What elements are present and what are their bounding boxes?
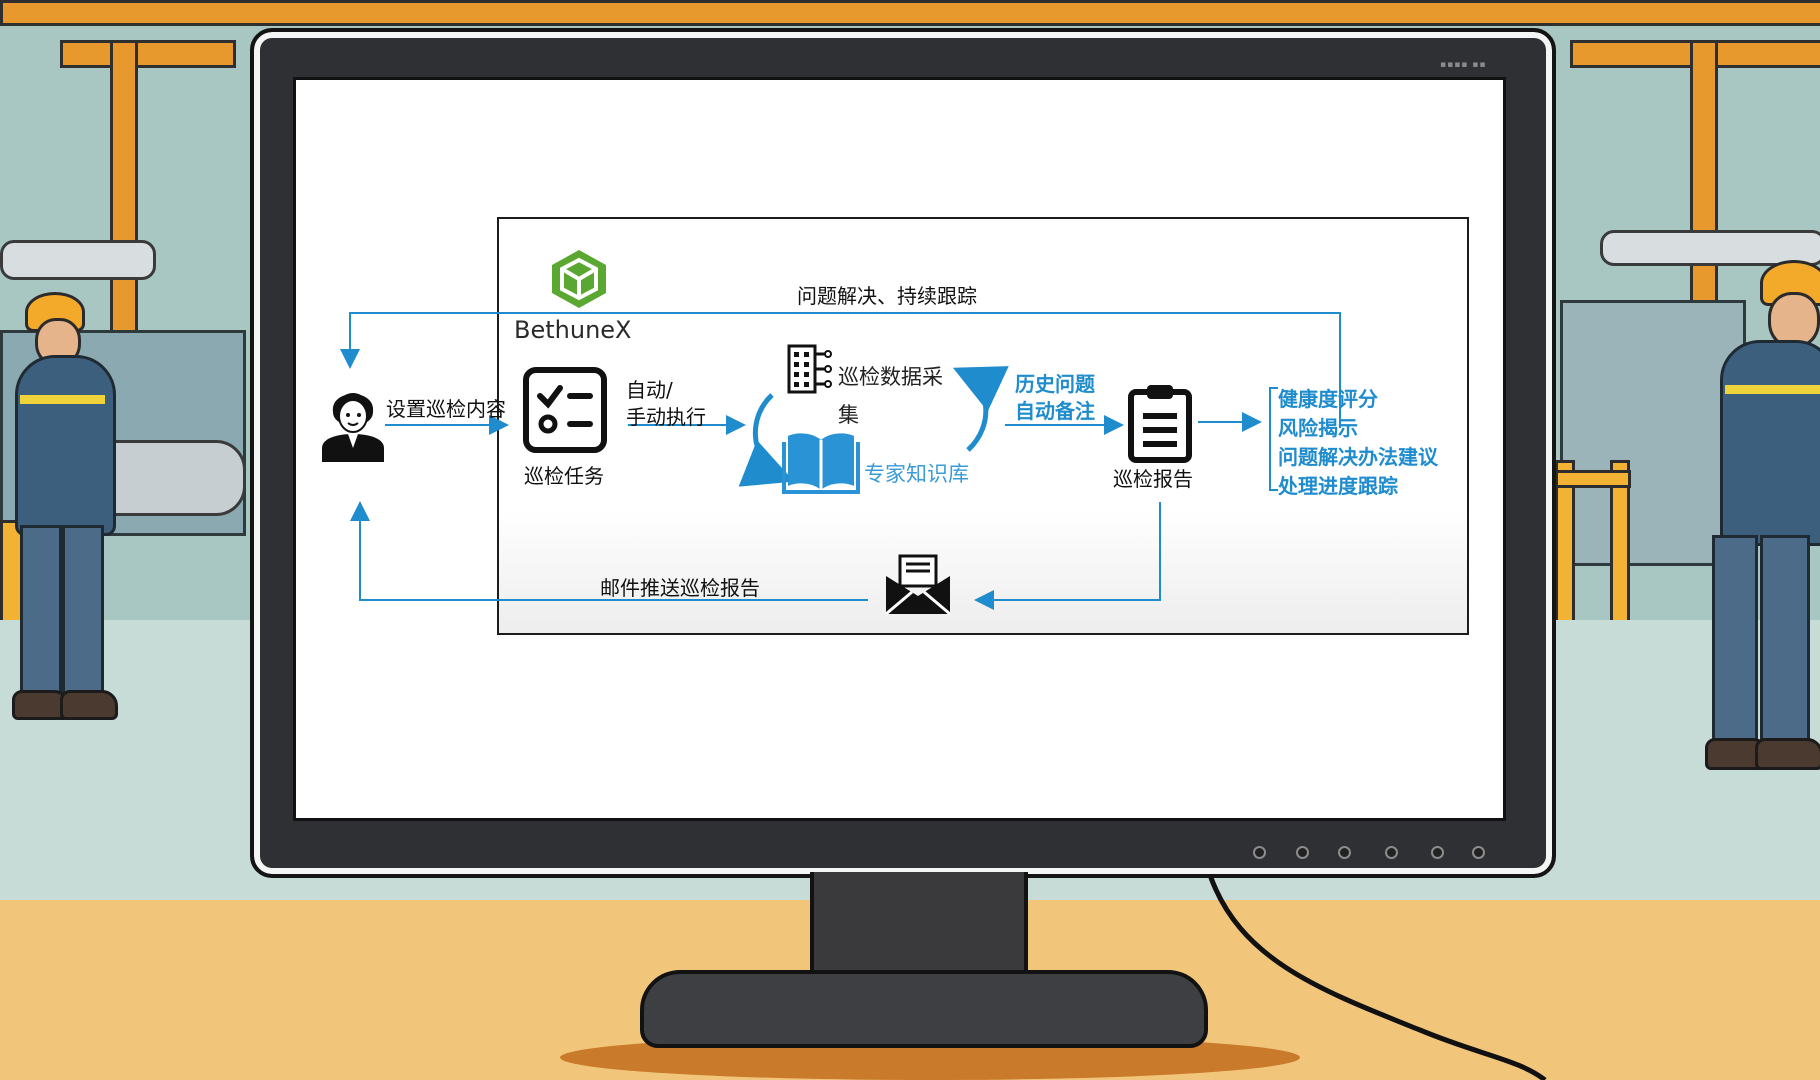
inspection-report-label: 巡检报告 (1113, 463, 1193, 492)
envelope-icon (882, 552, 954, 616)
feedback-label: 问题解决、持续跟踪 (797, 280, 977, 309)
output-health-score: 健康度评分 (1278, 383, 1378, 412)
history-note-label: 历史问题 自动备注 (1015, 371, 1095, 425)
output-risk-disclosure: 风险揭示 (1278, 412, 1358, 441)
data-collection-icon (785, 342, 833, 394)
output-progress-tracking: 处理进度跟踪 (1278, 470, 1398, 499)
user-icon (318, 378, 388, 462)
book-icon (782, 428, 860, 494)
execution-label: 自动/ 手动执行 (626, 377, 706, 431)
expert-knowledge-label: 专家知识库 (864, 458, 969, 488)
set-inspection-label: 设置巡检内容 (386, 393, 506, 422)
inspection-task-label: 巡检任务 (524, 460, 604, 489)
logo-text: BethuneX (514, 316, 631, 344)
email-push-label: 邮件推送巡检报告 (600, 572, 760, 601)
checklist-icon (522, 366, 608, 454)
clipboard-report-icon (1127, 382, 1193, 464)
bethunex-cube-logo (548, 248, 610, 310)
data-collection-label: 巡检数据采 集 (838, 358, 943, 434)
output-solution-advice: 问题解决办法建议 (1278, 441, 1438, 470)
